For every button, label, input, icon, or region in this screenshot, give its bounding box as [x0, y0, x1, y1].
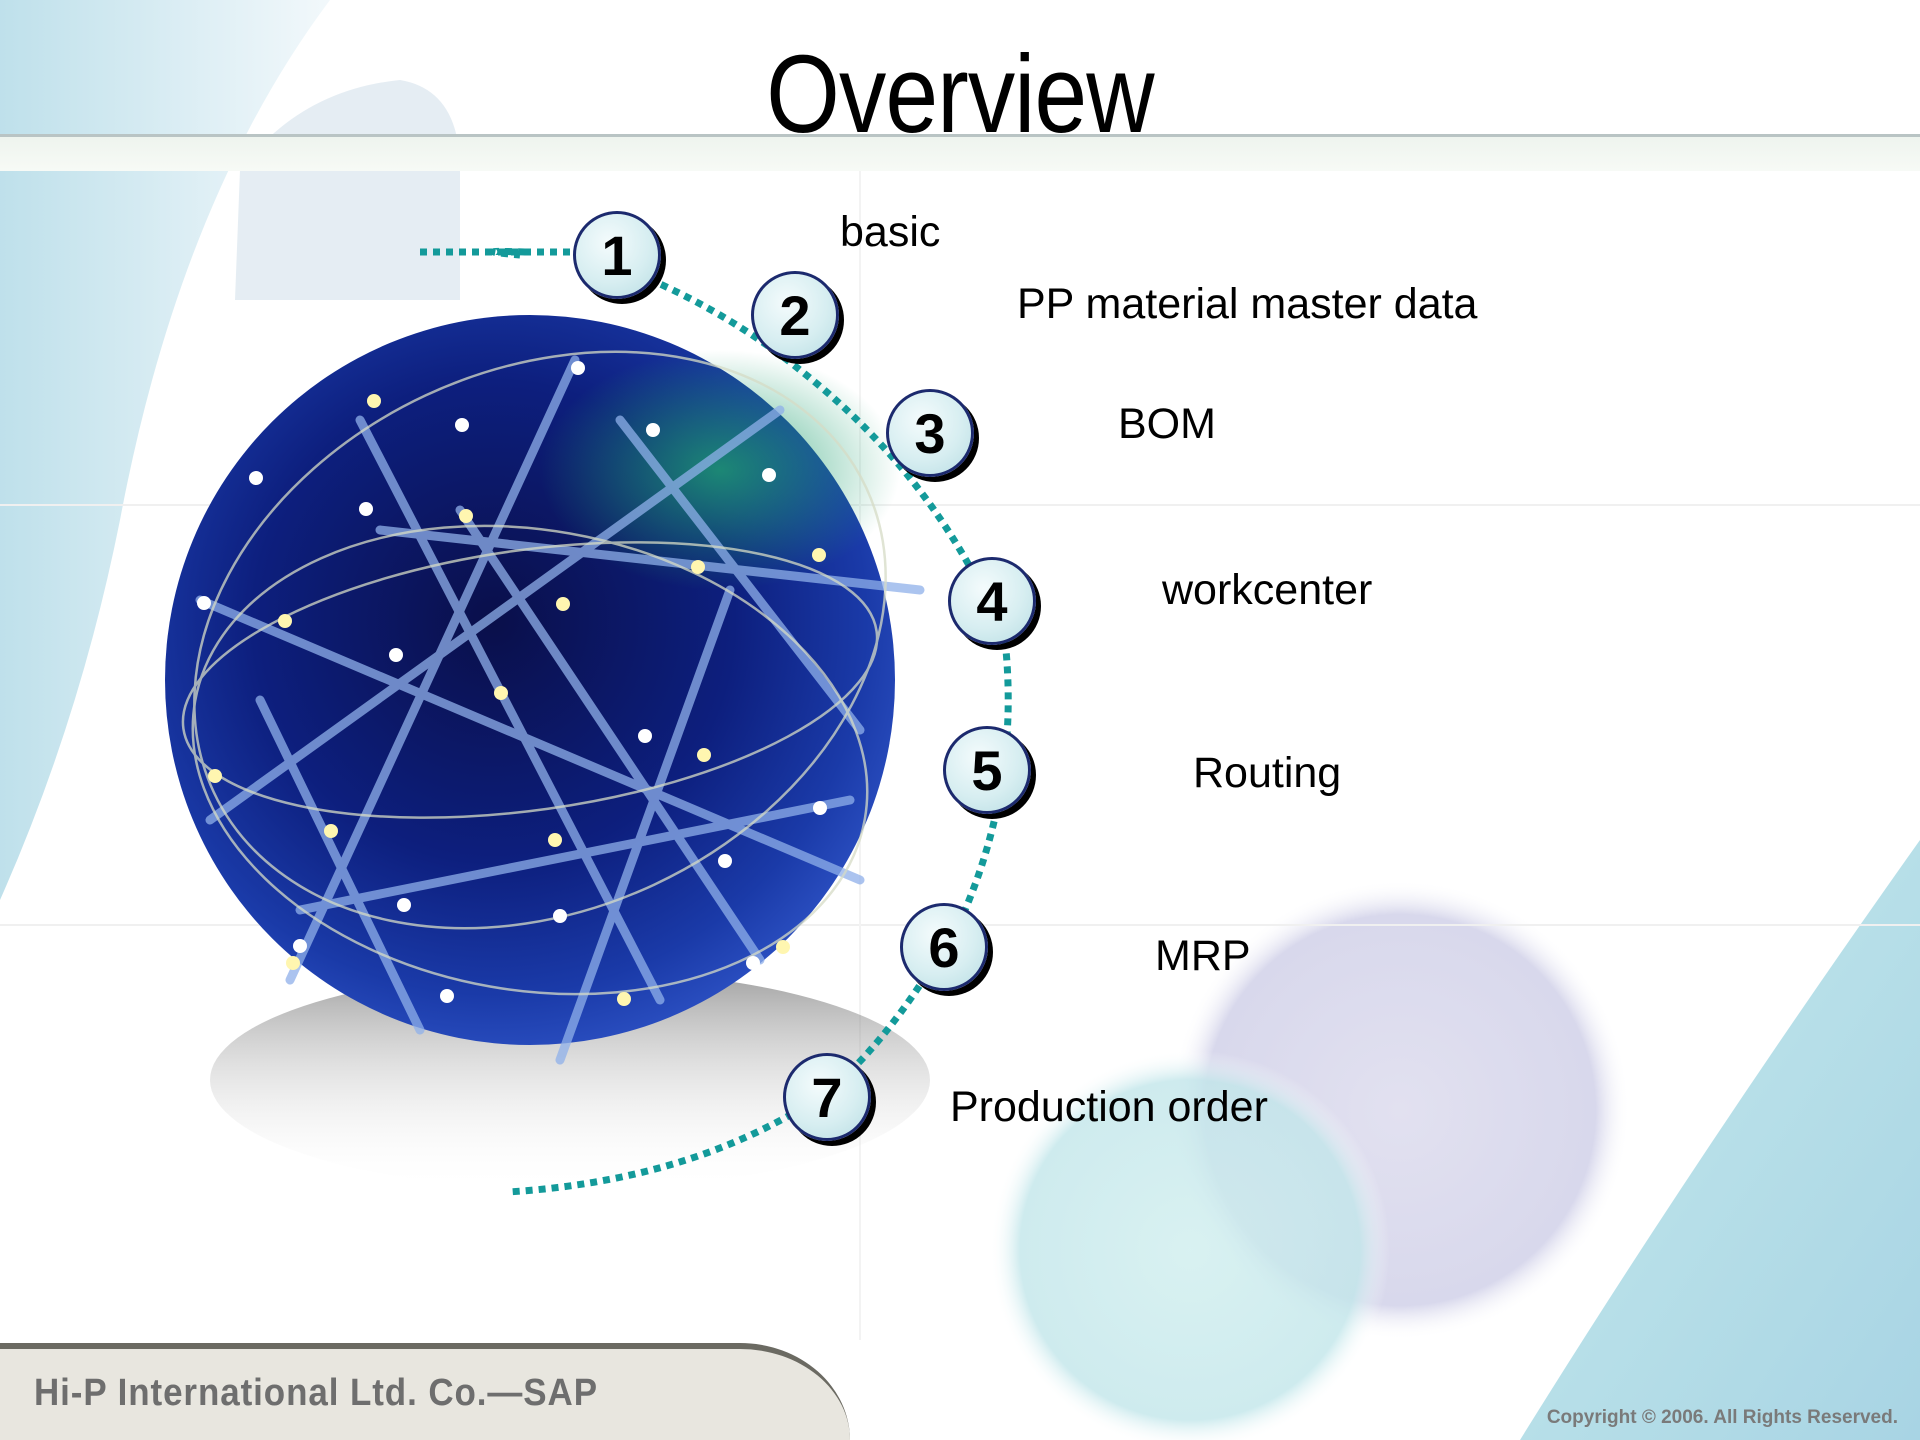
network-globe-icon	[165, 315, 925, 1065]
step-label-1: basic	[840, 208, 941, 256]
step-label-6: MRP	[1155, 932, 1251, 980]
copyright-notice: Copyright © 2006. All Rights Reserved.	[1546, 1407, 1898, 1428]
step-badge-6[interactable]: 6	[900, 903, 988, 991]
step-badge-7[interactable]: 7	[783, 1053, 871, 1141]
footer-tab	[0, 1343, 850, 1440]
step-label-2: PP material master data	[1017, 280, 1478, 328]
step-badge-2[interactable]: 2	[751, 271, 839, 359]
footer-company: Hi-P International Ltd. Co.—SAP	[34, 1372, 598, 1414]
step-badge-4[interactable]: 4	[948, 557, 1036, 645]
title-divider	[0, 134, 1920, 137]
step-badge-1[interactable]: 1	[573, 211, 661, 299]
step-badge-3[interactable]: 3	[886, 389, 974, 477]
step-label-4: workcenter	[1162, 566, 1373, 614]
step-badge-5[interactable]: 5	[943, 726, 1031, 814]
title-band	[0, 137, 1920, 171]
step-label-3: BOM	[1118, 400, 1216, 448]
step-label-7: Production order	[950, 1083, 1268, 1131]
step-label-5: Routing	[1193, 749, 1342, 797]
